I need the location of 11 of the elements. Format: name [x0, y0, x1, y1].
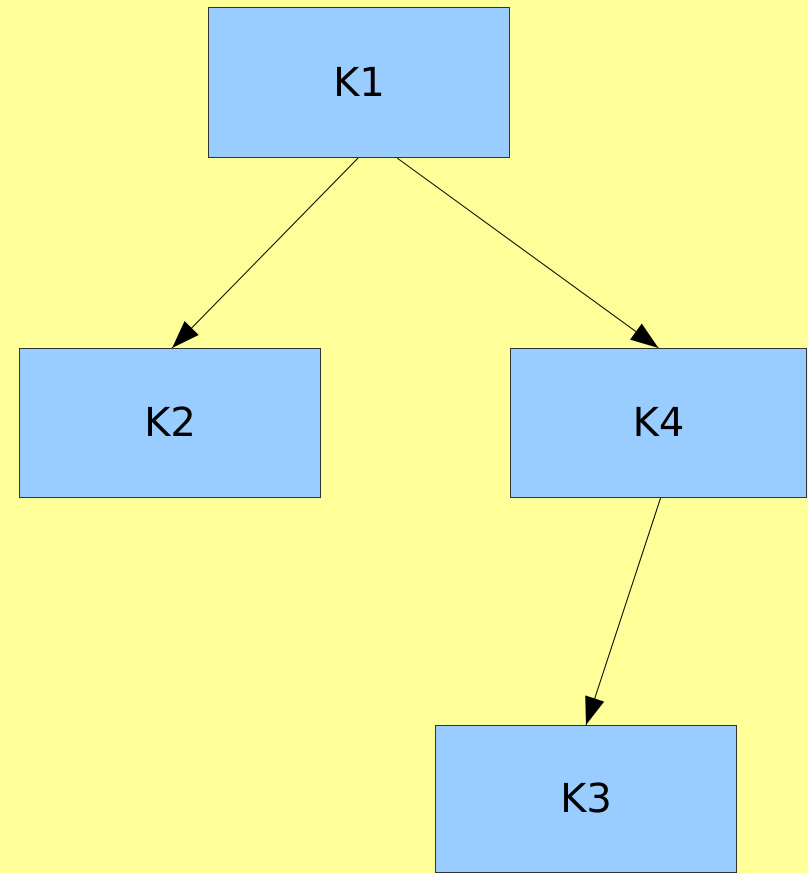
arrow — [396, 158, 659, 348]
arrow — [585, 498, 662, 726]
process-box — [208, 7, 510, 158]
node-label: K1 — [333, 60, 385, 106]
node-label: K3 — [560, 776, 612, 822]
arrow — [172, 158, 359, 348]
node-label: K4 — [632, 400, 684, 446]
process-box — [435, 725, 737, 873]
process-box — [19, 348, 321, 498]
process-box — [510, 348, 807, 498]
node-label: K2 — [144, 400, 196, 446]
